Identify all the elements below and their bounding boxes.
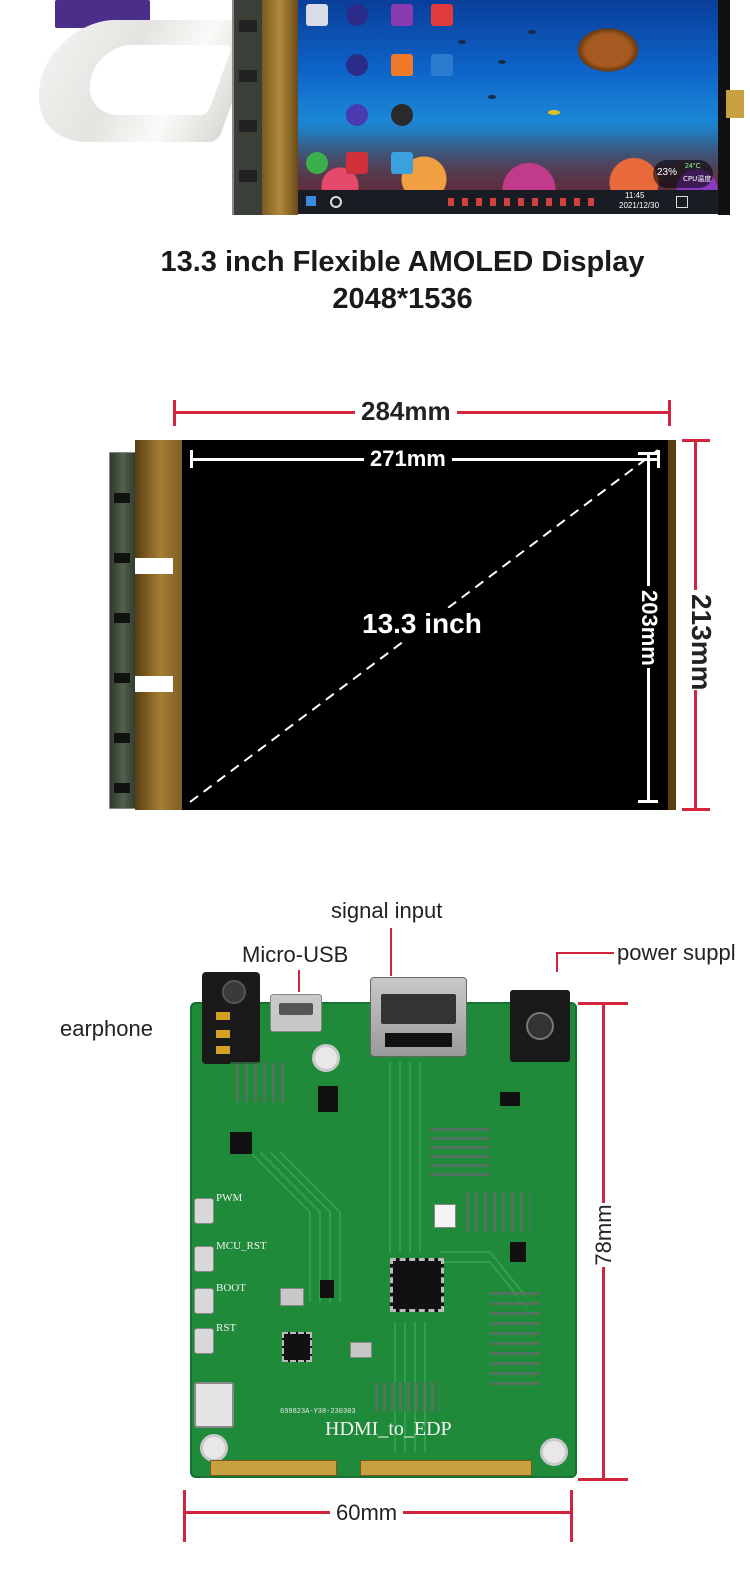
silk-mcu-rst: MCU_RST [216, 1240, 267, 1252]
driver-pcb-strip [232, 0, 264, 215]
power-supply-leader-v [556, 952, 558, 972]
product-title-line1: 13.3 inch Flexible AMOLED Display [160, 246, 645, 278]
driver-pcb [109, 452, 137, 809]
edp-connector-left[interactable] [210, 1460, 337, 1476]
desktop-icon-thunder[interactable] [391, 152, 413, 174]
taskbar-time: 11:45 [625, 191, 645, 200]
screen-desktop: 23% 24°C CPU温度 [298, 0, 718, 200]
mounting-hole [200, 1434, 228, 1462]
micro-usb-port[interactable] [270, 994, 322, 1032]
desktop-icon-pdf[interactable] [391, 4, 413, 26]
desktop-icon-recycle[interactable] [306, 4, 328, 26]
micro-usb-leader [298, 970, 300, 992]
diagonal-label: 13.3 inch [354, 608, 490, 640]
chip-q [318, 1086, 338, 1112]
product-photo-top: 23% 24°C CPU温度 11:45 2021/12/30 [0, 0, 750, 225]
amoled-flex-frame [135, 440, 185, 810]
turtle-illustration [573, 25, 643, 75]
earphone-label: earphone [60, 1016, 153, 1041]
taskbar-tray [448, 198, 598, 206]
desktop-icon-cinema4d[interactable] [346, 4, 368, 26]
outer-height-label: 213mm [685, 590, 717, 691]
earphone-jack[interactable] [202, 972, 260, 1064]
cpu-temp: 24°C [685, 163, 701, 170]
product-title-line2: 2048*1536 [332, 283, 473, 315]
desktop-icon-360[interactable] [306, 152, 328, 174]
desktop-icon-cad[interactable] [431, 54, 453, 76]
power-supply-label: power suppl [617, 940, 736, 965]
micro-usb-label: Micro-USB [242, 942, 349, 967]
desktop-icon-qq[interactable] [391, 104, 413, 126]
signal-input-leader [390, 928, 392, 976]
button-pwm[interactable] [194, 1198, 214, 1224]
display-dimension-diagram: 284mm 271mm 13.3 inch 203mm 213mm [0, 380, 750, 830]
main-chip [390, 1258, 444, 1312]
start-icon[interactable] [306, 196, 316, 206]
power-jack[interactable] [510, 990, 570, 1062]
button-mcu-rst[interactable] [194, 1246, 214, 1272]
cpu-label: CPU温度 [683, 175, 712, 183]
inner-height-label: 203mm [636, 586, 662, 668]
pcb-board: PWM MCU_RST BOOT RST 699823A-Y38-230303 … [190, 972, 577, 1478]
amoled-flex-frame [262, 0, 298, 215]
power-supply-leader-h [556, 952, 614, 954]
inner-width-label: 271mm [364, 446, 452, 472]
board-width-label: 60mm [330, 1500, 404, 1526]
crystal-y1 [350, 1342, 372, 1358]
cpu-percent: 23% [657, 167, 678, 178]
outer-width-label: 284mm [355, 396, 457, 427]
desktop-icon-grid [306, 4, 456, 184]
jumper-j1 [434, 1204, 456, 1228]
signal-input-label: signal input [331, 898, 443, 923]
chip-u5 [510, 1242, 526, 1262]
ffc-connector[interactable] [194, 1382, 234, 1428]
silk-rst: RST [216, 1322, 237, 1334]
notification-icon[interactable] [676, 196, 688, 208]
taskbar-date: 2021/12/30 [619, 201, 660, 210]
driver-board-section: signal input Micro-USB power suppl earph… [0, 890, 750, 1581]
display-side-connector [718, 0, 730, 215]
taskbar: 11:45 2021/12/30 [298, 190, 718, 214]
desktop-icon-master[interactable] [391, 54, 413, 76]
silk-pwm: PWM [216, 1192, 243, 1204]
edp-connector-right[interactable] [360, 1460, 532, 1476]
crystal-y2 [280, 1288, 304, 1306]
silk-board-name: HDMI_to_EDP [325, 1418, 452, 1440]
smd-components [460, 1192, 530, 1232]
silk-boot: BOOT [216, 1282, 246, 1294]
smd-components [430, 1122, 490, 1182]
desktop-icon-wps[interactable] [346, 152, 368, 174]
silk-part-number: 699823A-Y38-230303 [280, 1408, 356, 1416]
smd-components [370, 1382, 440, 1412]
search-icon[interactable] [330, 196, 342, 208]
cpu-widget: 23% 24°C CPU温度 [653, 160, 713, 188]
hdmi-port[interactable] [370, 977, 467, 1057]
chip-u1 [500, 1092, 520, 1106]
button-boot[interactable] [194, 1288, 214, 1314]
smd-components [230, 1062, 290, 1102]
desktop-icon-helper[interactable] [431, 4, 453, 26]
smd-components [490, 1292, 540, 1392]
chip-u4 [282, 1332, 312, 1362]
mounting-hole [540, 1438, 568, 1466]
chip-u3 [230, 1132, 252, 1154]
mounting-hole [312, 1044, 340, 1072]
desktop-icon-commander[interactable] [346, 54, 368, 76]
desktop-icon-render[interactable] [346, 104, 368, 126]
chip-u2 [320, 1280, 334, 1298]
button-rst[interactable] [194, 1328, 214, 1354]
board-height-label: 78mm [589, 1203, 619, 1267]
